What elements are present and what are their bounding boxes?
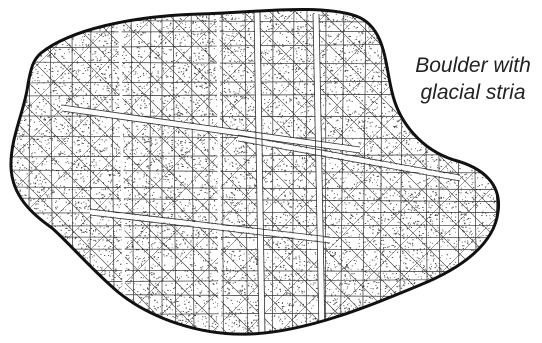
caption: Boulder with glacial stria	[398, 52, 542, 106]
caption-line-1: Boulder with	[398, 52, 542, 79]
caption-line-2: glacial stria	[398, 79, 542, 106]
